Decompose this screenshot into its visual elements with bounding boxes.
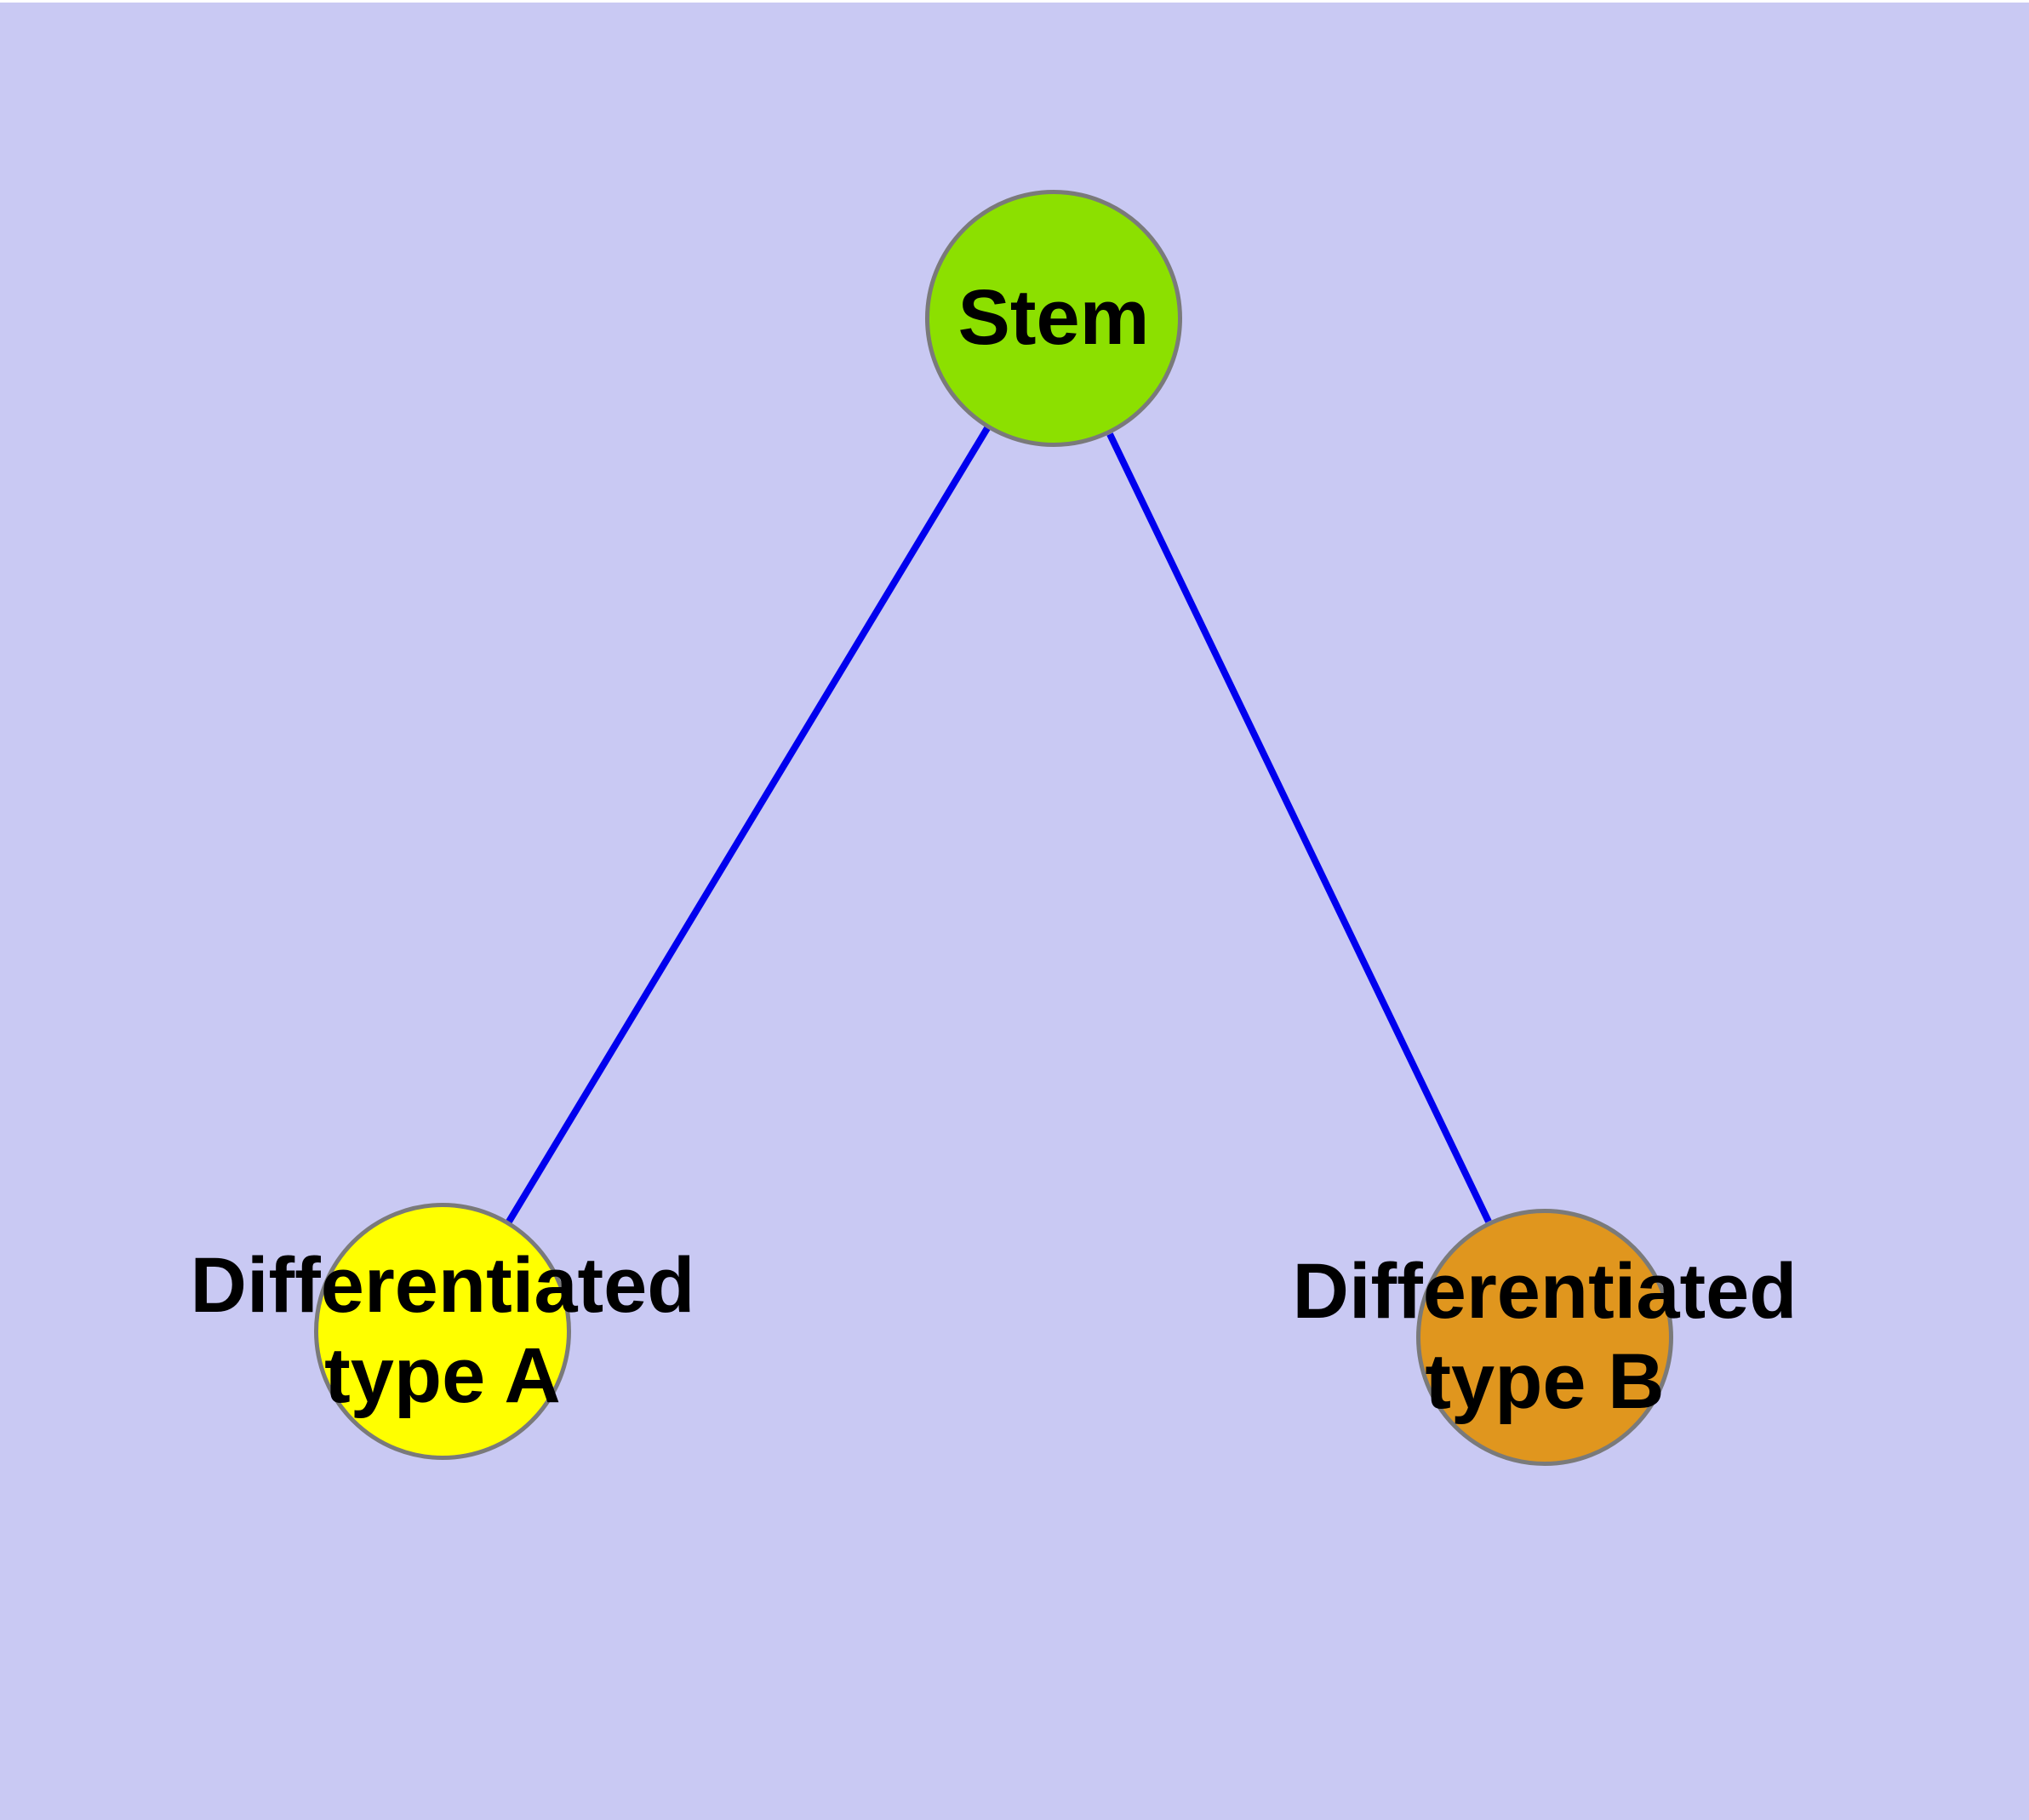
top-border-strip <box>0 0 2029 3</box>
node-stem-label: Stem <box>957 274 1150 362</box>
node-differentiated-type-a: Differentiated type A <box>191 1203 694 1460</box>
edge-stem-to-type-a <box>506 426 991 1224</box>
node-differentiated-type-b-label: Differentiated type B <box>1292 1248 1798 1425</box>
node-differentiated-type-b: Differentiated type B <box>1293 1209 1797 1466</box>
node-differentiated-type-a-label: Differentiated type A <box>190 1242 695 1419</box>
edge-stem-to-type-b <box>1106 432 1492 1223</box>
node-stem: Stem <box>925 190 1182 447</box>
